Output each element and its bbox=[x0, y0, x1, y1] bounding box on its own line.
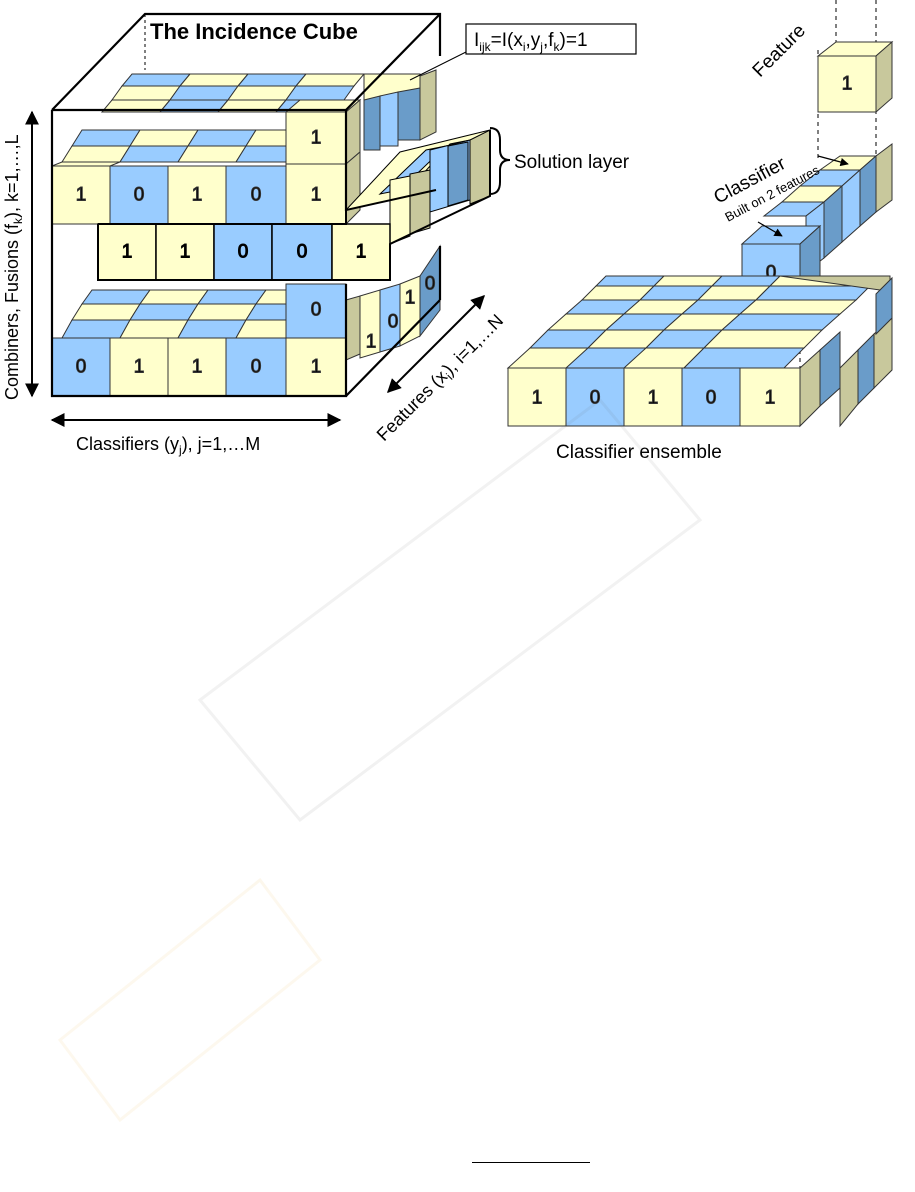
ensemble-cell: 1 bbox=[532, 388, 543, 409]
cube-side-value: 1 bbox=[405, 288, 416, 309]
feature-cube-value: 1 bbox=[842, 74, 853, 95]
cube-bottom-cell: 1 bbox=[311, 357, 322, 378]
ensemble-cell: 1 bbox=[648, 388, 659, 409]
solution-cell: 0 bbox=[297, 242, 308, 263]
cube-top-cell: 0 bbox=[251, 185, 262, 206]
ensemble-cell: 0 bbox=[590, 388, 601, 409]
ensemble-cell: 0 bbox=[706, 388, 717, 409]
formula-part: =I(x bbox=[491, 30, 524, 51]
cube-side-value: 0 bbox=[388, 312, 399, 333]
solution-brace bbox=[490, 128, 510, 194]
axis-part: Combiners, Fusions (f bbox=[2, 223, 22, 400]
cube-bottom-cell: 1 bbox=[192, 357, 203, 378]
formula-text: Iijk=I(xi,yj,fk)=1 bbox=[474, 30, 588, 54]
horizontal-axis-label: Classifiers (yj), j=1,…M bbox=[76, 434, 260, 457]
classifier-ensemble-diagram: 1 Feature 0 Classifier Built on 2 featur… bbox=[508, 0, 892, 463]
ensemble-cell: 1 bbox=[765, 388, 776, 409]
cube-bottom-row: 0 1 1 0 1 bbox=[52, 338, 346, 396]
solution-cell: 1 bbox=[180, 242, 191, 263]
cube-top-cell: 1 bbox=[76, 185, 87, 206]
cube-bottom-cell: 0 bbox=[251, 357, 262, 378]
cube-top-cell: 1 bbox=[311, 185, 322, 206]
cube-bottom-cell: 1 bbox=[134, 357, 145, 378]
solution-cell: 1 bbox=[356, 242, 367, 263]
axis-part: ), j=1,…M bbox=[182, 434, 261, 454]
cube-lower-tower-value: 0 bbox=[311, 300, 322, 321]
feature-cube: 1 bbox=[818, 42, 892, 112]
cube-title: The Incidence Cube bbox=[150, 19, 358, 44]
solution-layer-label: Solution layer bbox=[514, 152, 630, 173]
feature-label: Feature bbox=[749, 20, 810, 81]
cube-lower-tower: 0 bbox=[286, 284, 346, 338]
cube-top-cell: 1 bbox=[192, 185, 203, 206]
formula-part: ,y bbox=[526, 30, 541, 51]
axis-part: Features (x bbox=[373, 366, 452, 445]
solution-cell: 1 bbox=[122, 242, 133, 263]
cube-side-value: 1 bbox=[366, 332, 377, 353]
formula-callout: Iijk=I(xi,yj,fk)=1 bbox=[410, 24, 636, 80]
vertical-axis-label: Combiners, Fusions (fk), k=1,…,L bbox=[2, 134, 25, 400]
cube-side-value: 0 bbox=[425, 274, 436, 295]
formula-part: )=1 bbox=[560, 30, 588, 51]
axis-part: ), k=1,…,L bbox=[2, 134, 22, 218]
cube-bottom-cell: 0 bbox=[76, 357, 87, 378]
cube-top-cell: 0 bbox=[134, 185, 145, 206]
solution-cell: 0 bbox=[238, 242, 249, 263]
footnote-rule bbox=[472, 1162, 590, 1163]
axis-part: Classifiers (y bbox=[76, 434, 179, 454]
cube-upper-tower-value: 1 bbox=[311, 128, 322, 149]
axis-part: ), i=1,…N bbox=[439, 310, 507, 378]
ensemble-label: Classifier ensemble bbox=[556, 442, 722, 463]
